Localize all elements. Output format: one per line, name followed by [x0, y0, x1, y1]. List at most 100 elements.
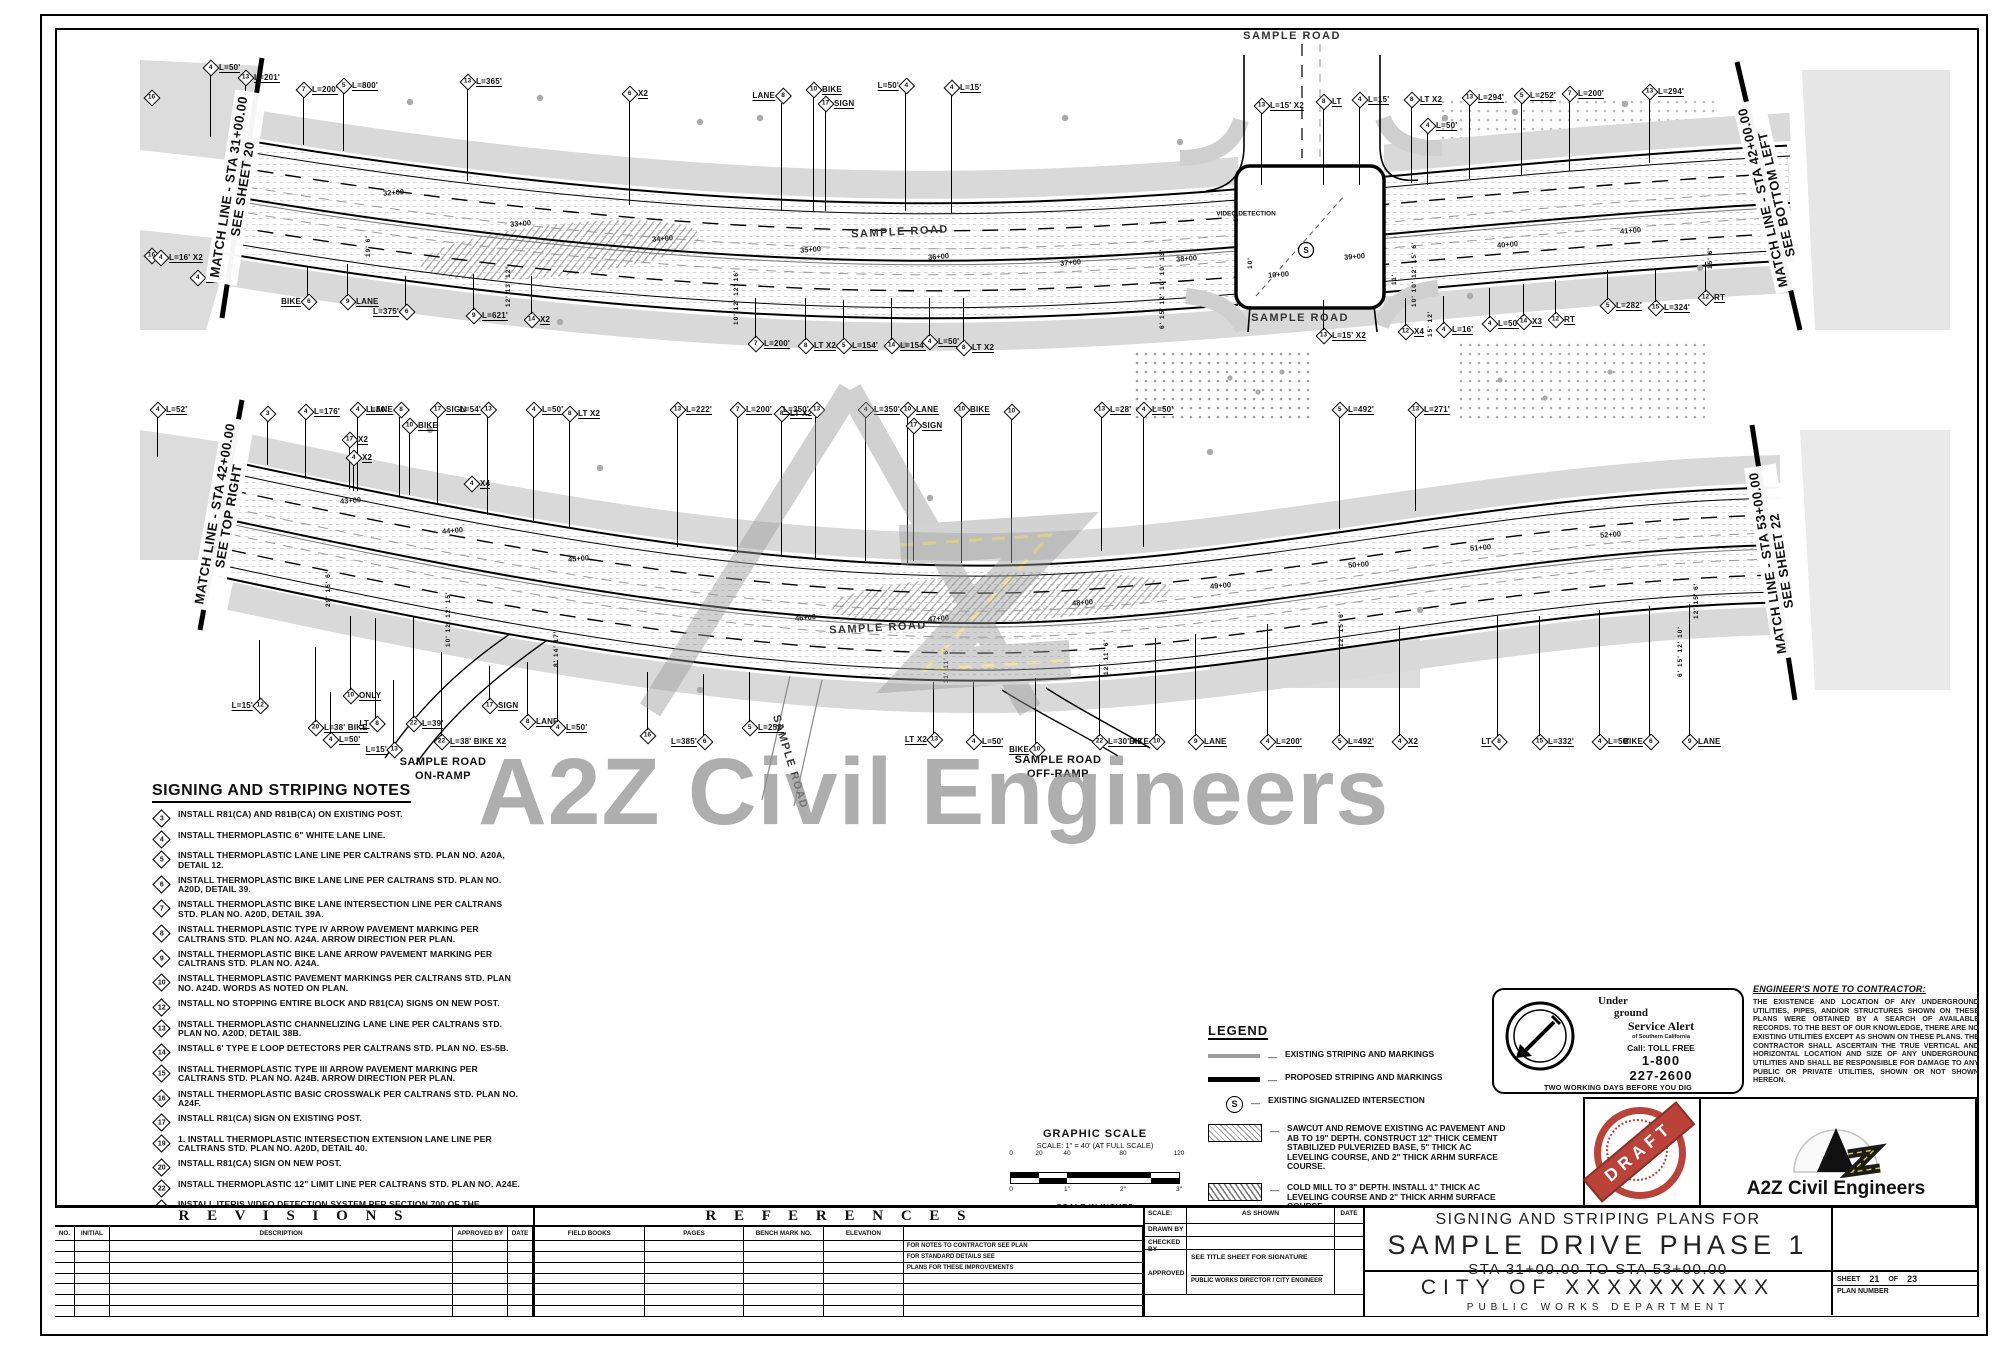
callout-label: X2	[362, 453, 373, 463]
column-header: INITIAL	[75, 1227, 110, 1240]
table-cell	[824, 1306, 904, 1317]
drawn-date	[1335, 1224, 1363, 1236]
callout-label: LT X2	[904, 735, 927, 745]
table-row: PLANS FOR THESE IMPROVEMENTS	[535, 1262, 1144, 1274]
note-number: 5	[1338, 737, 1342, 745]
table-cell	[824, 1241, 904, 1251]
note-number-diamond: 15	[152, 1064, 171, 1083]
note-number: 13	[931, 735, 939, 743]
callout-label: L=294'	[1478, 93, 1505, 103]
leader-line	[961, 417, 962, 563]
note-diamond: 12	[252, 697, 270, 715]
note-diamond: 17	[429, 401, 447, 419]
callout-label: ONLY	[359, 691, 382, 701]
note-number: 13	[674, 405, 682, 413]
note-number-diamond: 10	[152, 973, 171, 993]
callout-label: L=50'	[938, 337, 960, 347]
note-text: INSTALL THERMOPLASTIC TYPE IV ARROW PAVE…	[178, 924, 479, 944]
note-number: 22	[157, 1184, 166, 1192]
table-cell	[645, 1306, 745, 1317]
dimension-string: 6' 15' 12' 10' 10' 13'	[1159, 248, 1166, 329]
leader-line	[1521, 103, 1522, 175]
callout-label: L=30' X3	[1108, 737, 1142, 747]
leader-line	[963, 298, 964, 342]
note-number: 4	[196, 273, 200, 281]
callout-label: L=200'	[746, 405, 773, 415]
callout-label: L=16' X2	[169, 253, 203, 263]
note-number-diamond: 7	[152, 899, 171, 919]
sheet-label: SHEET	[1837, 1275, 1861, 1283]
note-number: 3	[159, 815, 164, 822]
note-number: 17	[157, 1119, 166, 1127]
leader-line	[813, 97, 814, 211]
usa-phone2: 227-2600	[1629, 1068, 1693, 1083]
table-cell: PLANS FOR THESE IMPROVEMENTS	[904, 1262, 1144, 1273]
callout-label: BIKE	[418, 421, 438, 431]
callout-label: L=50'	[1436, 121, 1458, 131]
engineers-note-title: ENGINEER'S NOTE TO CONTRACTOR:	[1753, 984, 1926, 994]
column-header: APPROVED BY	[453, 1227, 509, 1240]
legend-tick: —	[1270, 1184, 1279, 1195]
note-diamond: 4	[898, 77, 916, 95]
note-number: 12	[257, 701, 265, 709]
note-number: 12	[1552, 315, 1560, 323]
title-line2: SAMPLE DRIVE PHASE 1	[1387, 1230, 1809, 1260]
leader-line	[907, 417, 908, 563]
legend-tick: —	[1268, 1075, 1277, 1085]
note-diamond: 4	[297, 403, 315, 421]
note-diamond: 22	[433, 733, 451, 751]
leader-line	[1261, 113, 1262, 185]
note-diamond: 13	[1093, 401, 1111, 419]
table-cell	[453, 1284, 509, 1295]
note-number-diamond: 20	[152, 1158, 171, 1178]
table-cell	[535, 1306, 645, 1317]
revisions-rows	[55, 1241, 533, 1318]
callout-label: L=271'	[1424, 405, 1451, 415]
legend-tick: —	[1270, 1126, 1279, 1136]
note-number: 17	[486, 701, 494, 709]
usa-line1: Under	[1598, 995, 1628, 1007]
leader-line	[343, 93, 344, 151]
note-diamond: 22	[1091, 733, 1109, 751]
note-number: 15	[1536, 737, 1544, 745]
callout-label: L=222'	[686, 405, 713, 415]
station-label: 39+00	[1343, 251, 1366, 262]
column-header: ELEVATION	[824, 1227, 904, 1240]
note-diamond: 7	[747, 335, 765, 353]
table-cell	[75, 1306, 110, 1317]
leader-line	[1405, 298, 1406, 326]
leader-line	[437, 417, 438, 503]
note-number: 8	[1410, 95, 1414, 103]
dimension-string: 10' 12' 12' 15'	[445, 591, 452, 647]
legend-item: —EXISTING STRIPING AND MARKINGS	[1208, 1049, 1538, 1062]
leader-line	[825, 111, 826, 211]
callout-note-16: 16	[143, 89, 161, 107]
note-diamond: 5	[741, 719, 759, 737]
callout-label: LT X2	[1420, 95, 1443, 105]
callout-label: X2	[540, 315, 551, 325]
approval-block: SCALE: AS SHOWN DATE DRAWN BY CHECKED BY…	[1145, 1208, 1365, 1316]
note-number: 17	[822, 99, 830, 107]
leader-line	[569, 421, 570, 527]
road-label: SAMPLE ROAD	[1243, 30, 1341, 42]
note-number: 15	[1652, 303, 1660, 311]
note-number: 9	[1688, 737, 1692, 745]
callout-label: BIKE	[822, 85, 842, 95]
table-cell	[824, 1273, 904, 1284]
callout-label: L=176'	[314, 407, 341, 417]
station-label: 43+00	[339, 495, 362, 506]
note-diamond: 4	[1435, 321, 1453, 339]
signal-swatch: S	[1226, 1096, 1243, 1113]
